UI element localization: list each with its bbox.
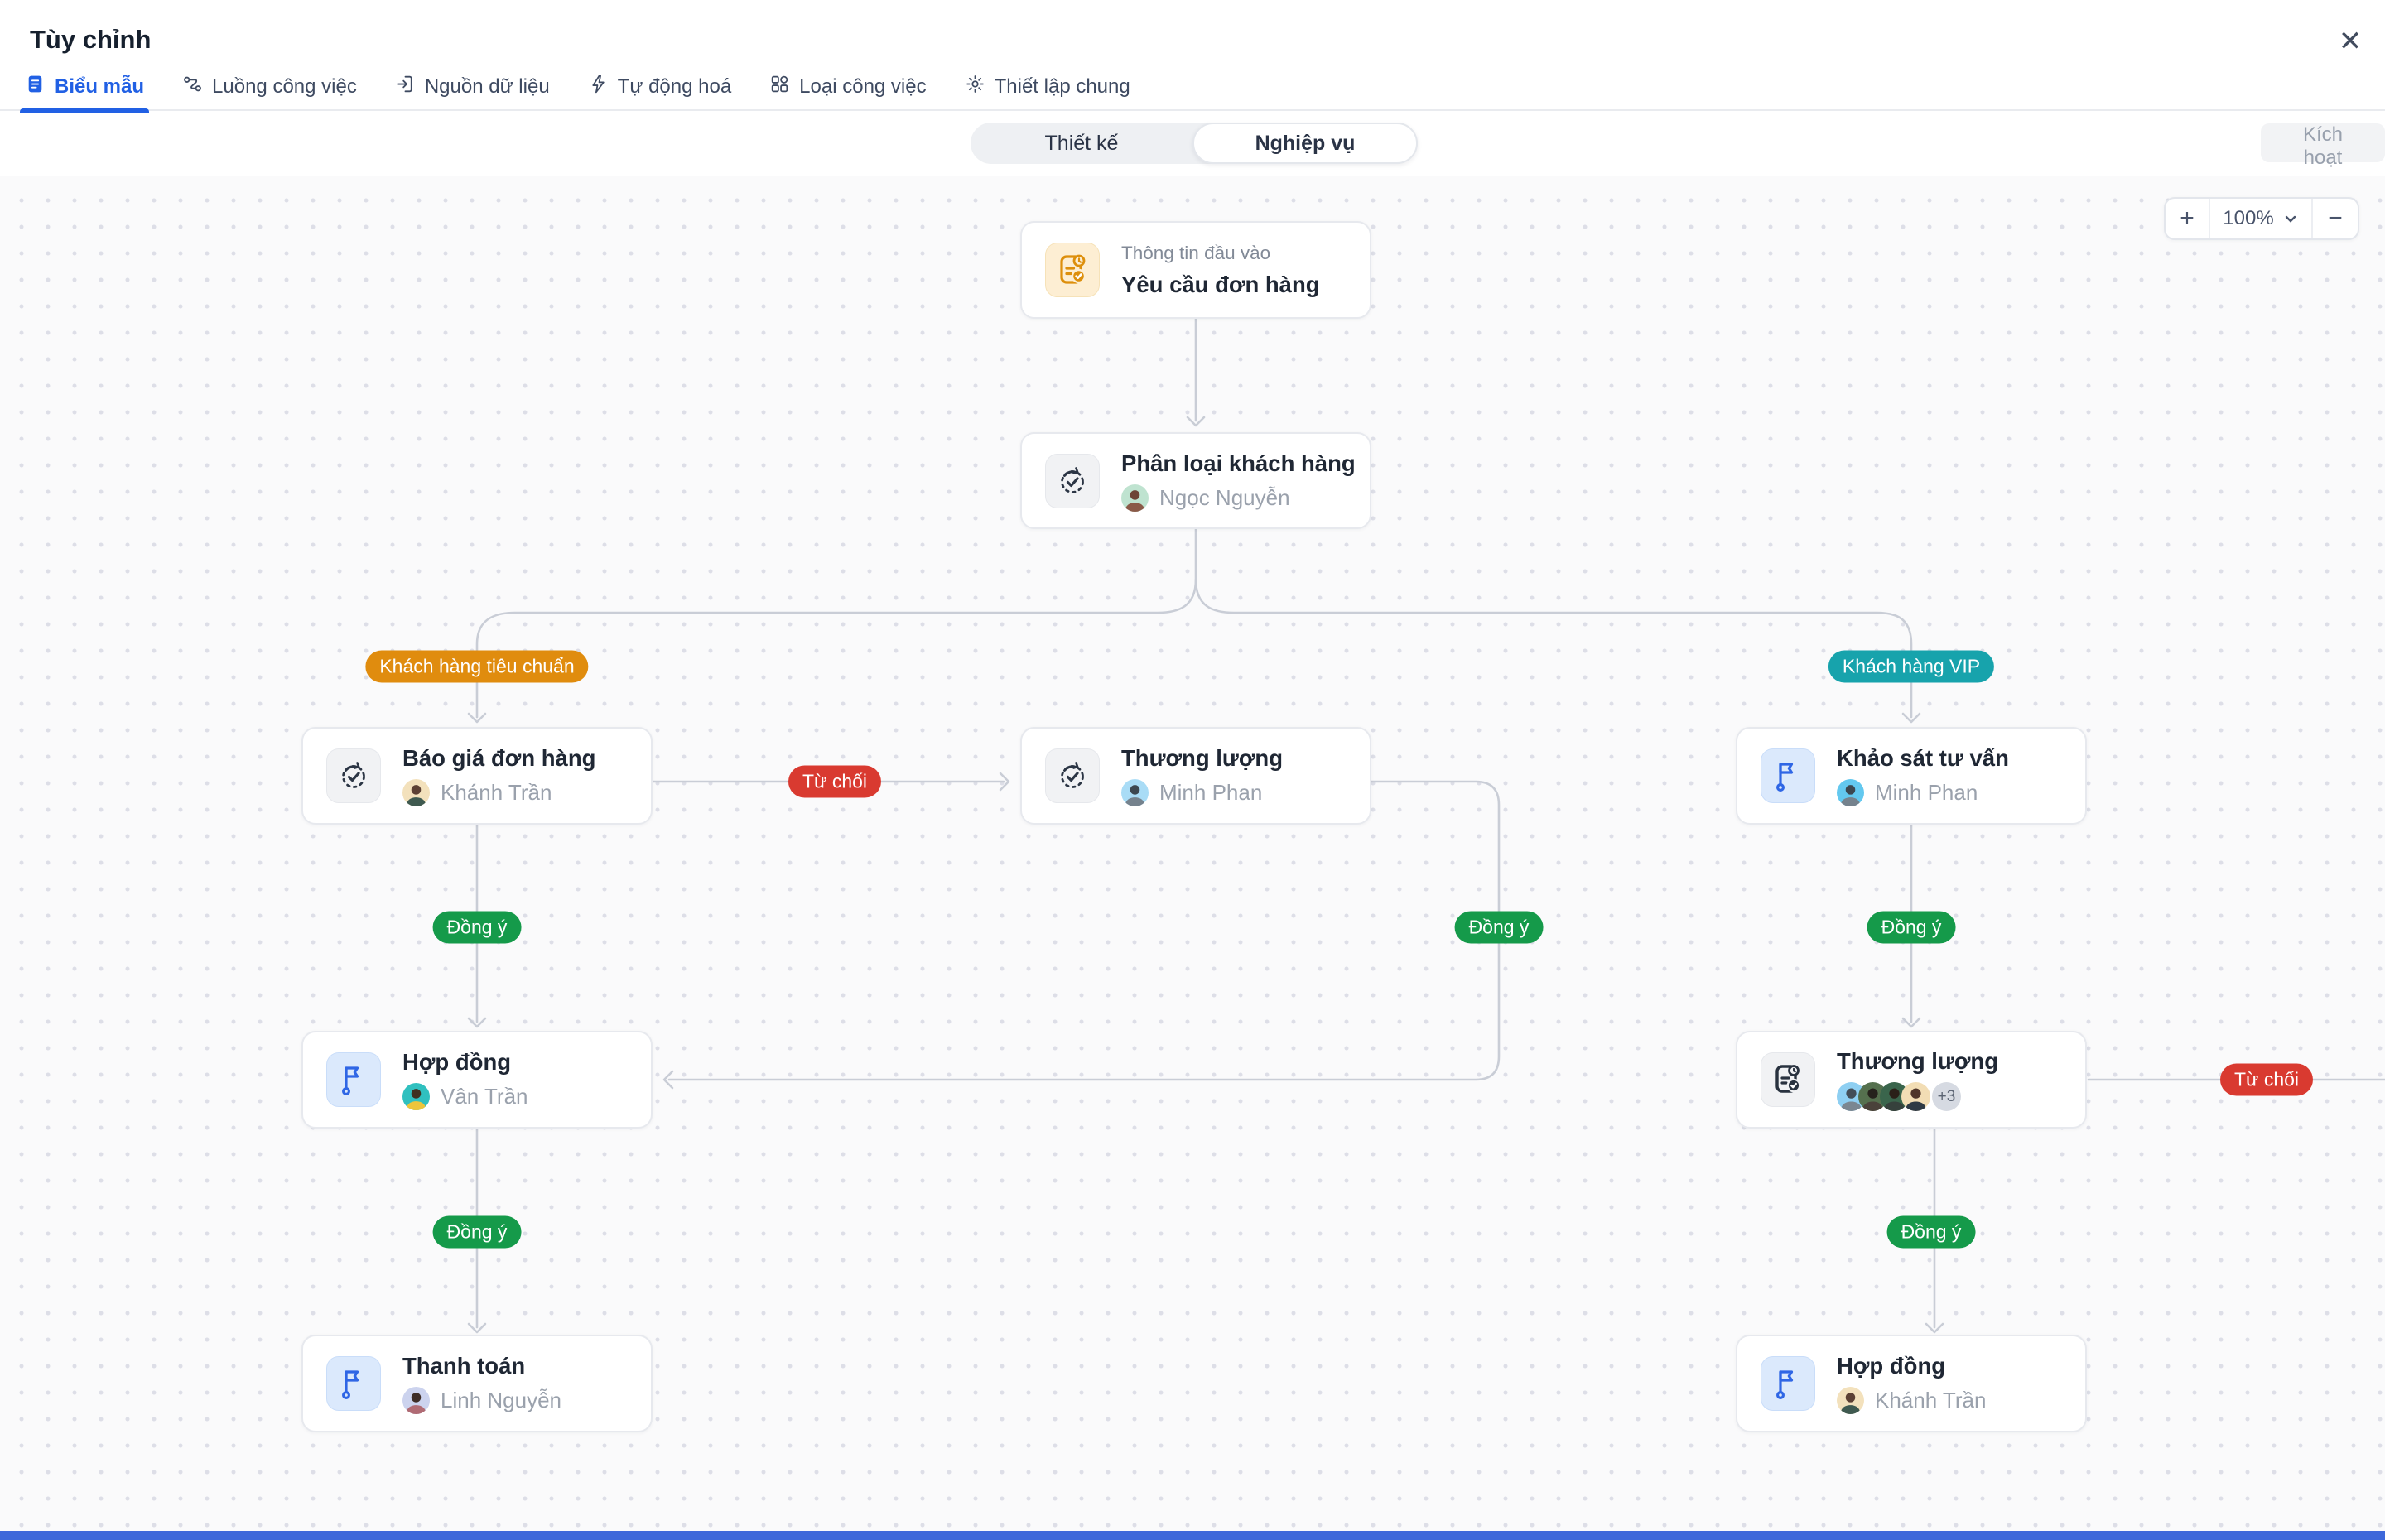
- toolbar: Thiết kế Nghiệp vụ Kích hoạt: [0, 113, 2385, 176]
- avatar: [402, 1083, 430, 1110]
- doc-add-icon: [1045, 243, 1100, 297]
- zoom-level-value: 100%: [2223, 207, 2274, 229]
- node-title: Thanh toán: [402, 1353, 526, 1379]
- edge-badge-agree-left-2[interactable]: Đồng ý: [432, 1215, 522, 1249]
- tab-tu-ong-hoa[interactable]: Tự động hoá: [588, 71, 732, 111]
- segment-design[interactable]: Thiết kế: [1044, 131, 1119, 155]
- flag-icon: [1761, 748, 1815, 803]
- node-title: Thương lượng: [1121, 745, 1283, 771]
- activate-button[interactable]: Kích hoạt: [2261, 123, 2385, 169]
- tab-label: Luồng công việc: [212, 75, 357, 98]
- zoom-out-button[interactable]: −: [2328, 205, 2343, 232]
- process-icon: [1045, 453, 1100, 508]
- tab-label: Tự động hoá: [617, 75, 732, 98]
- edge-badge-reject-mid[interactable]: Từ chối: [788, 765, 882, 798]
- page-title: Tùy chỉnh: [30, 25, 152, 54]
- automation-icon: [588, 74, 609, 100]
- node-negotiate-vip[interactable]: Thương lượng +3: [1736, 1031, 2087, 1129]
- zoom-in-button[interactable]: +: [2166, 199, 2210, 238]
- chevron-down-icon: [2285, 215, 2296, 223]
- settings-icon: [965, 74, 985, 100]
- assignee-name: Minh Phan: [1875, 780, 1978, 805]
- node-title: Hợp đồng: [402, 1049, 512, 1075]
- flag-icon: [326, 1052, 381, 1107]
- node-title: Báo giá đơn hàng: [402, 745, 596, 771]
- segment-business[interactable]: Nghiệp vụ: [1192, 123, 1418, 164]
- tab-luong-cong-viec[interactable]: Luồng công việc: [182, 71, 357, 111]
- assignee-name: Vân Trần: [441, 1084, 528, 1109]
- assignee-name: Ngọc Nguyễn: [1159, 484, 1290, 510]
- flag-icon: [1761, 1356, 1815, 1411]
- node-title: Khảo sát tư vấn: [1837, 745, 2009, 771]
- tab-bar: Biểu mẫu Luồng công việc Nguồn dữ liệu Tự đ…: [19, 71, 1130, 113]
- workflow-icon: [182, 74, 203, 100]
- edge-badge-agree-mid[interactable]: Đồng ý: [1454, 911, 1544, 944]
- avatar: [402, 779, 430, 806]
- avatar: [1901, 1082, 1930, 1111]
- edge-badge-agree-left-1[interactable]: Đồng ý: [432, 911, 522, 944]
- assignee-name: Linh Nguyễn: [441, 1388, 561, 1412]
- flag-icon: [326, 1356, 381, 1411]
- edge-badge-reject-right[interactable]: Từ chối: [2219, 1063, 2314, 1096]
- node-title: Yêu cầu đơn hàng: [1121, 271, 1320, 297]
- header: Tùy chỉnh ✕ Biểu mẫu Luồng công việc Nguồn…: [0, 0, 2385, 113]
- tab-bieu-mau[interactable]: Biểu mẫu: [19, 71, 150, 113]
- assignee-name: Khánh Trần: [441, 780, 552, 805]
- work-type-icon: [769, 74, 790, 100]
- process-icon: [1045, 748, 1100, 803]
- avatar: [1837, 1387, 1864, 1414]
- avatar: [1121, 779, 1149, 806]
- edge-badge-standard-customer[interactable]: Khách hàng tiêu chuẩn: [365, 650, 589, 683]
- tab-label: Nguồn dữ liệu: [424, 75, 550, 98]
- form-icon: [25, 74, 46, 100]
- edge-badge-vip-customer[interactable]: Khách hàng VIP: [1828, 650, 1995, 683]
- edge-badge-agree-right-2[interactable]: Đồng ý: [1886, 1215, 1976, 1249]
- avatar: [1121, 484, 1149, 512]
- avatar: [1837, 779, 1864, 806]
- close-icon[interactable]: ✕: [2338, 26, 2363, 57]
- bottom-edge-bar: [0, 1531, 2385, 1540]
- view-mode-segmented-control: Thiết kế Nghiệp vụ: [971, 123, 1418, 164]
- tab-loai-cong-viec[interactable]: Loại công việc: [769, 71, 927, 111]
- tab-label: Thiết lập chung: [994, 75, 1130, 98]
- tab-label: Biểu mẫu: [55, 75, 145, 98]
- extra-assignees-badge: +3: [1932, 1082, 1961, 1111]
- avatar: [402, 1387, 430, 1414]
- doc-check-icon: [1761, 1052, 1815, 1107]
- node-sublabel: Thông tin đầu vào: [1121, 242, 1271, 263]
- node-title: Hợp đồng: [1837, 1353, 1946, 1379]
- edge-badge-agree-right-1[interactable]: Đồng ý: [1867, 911, 1956, 944]
- process-icon: [326, 748, 381, 803]
- zoom-widget: + 100% −: [2164, 197, 2359, 240]
- data-source-icon: [395, 74, 416, 100]
- zoom-level-dropdown[interactable]: 100%: [2210, 199, 2313, 238]
- tab-label: Loại công việc: [799, 75, 927, 98]
- node-title: Thương lượng: [1837, 1048, 1998, 1074]
- avatar-stack: +3: [1837, 1082, 1998, 1111]
- assignee-name: Khánh Trần: [1875, 1388, 1987, 1412]
- assignee-name: Minh Phan: [1159, 780, 1263, 805]
- tab-thiet-lap-chung[interactable]: Thiết lập chung: [965, 71, 1130, 111]
- tab-nguon-du-lieu[interactable]: Nguồn dữ liệu: [395, 71, 550, 111]
- node-title: Phân loại khách hàng: [1121, 450, 1356, 476]
